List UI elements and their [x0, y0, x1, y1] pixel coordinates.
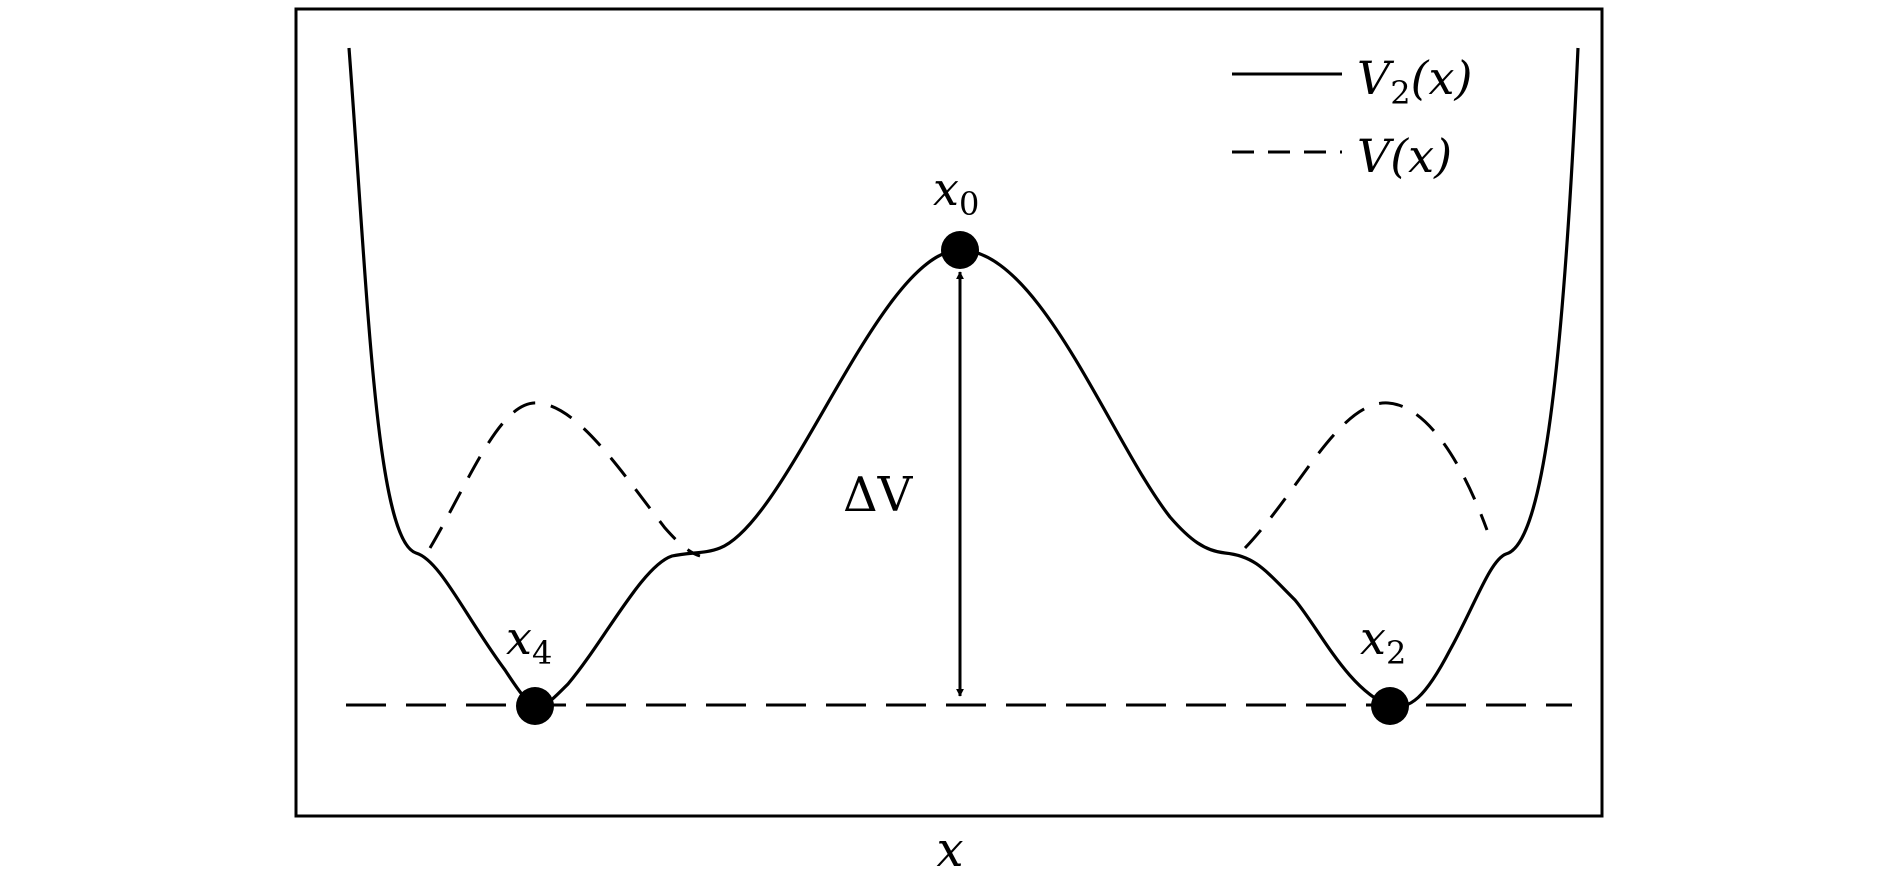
delta-v-label: ΔV	[843, 467, 914, 523]
point-label-x4: x4	[506, 611, 552, 672]
x-axis-label: x	[936, 822, 963, 878]
legend-label-v2: V2(x)	[1357, 51, 1472, 112]
point-x4	[516, 687, 554, 725]
series-v-dashed-right	[1243, 401, 1489, 550]
legend-label-v: V(x)	[1357, 129, 1452, 183]
series-v-dashed-left	[428, 401, 701, 558]
point-x0	[941, 231, 979, 269]
point-label-x2: x2	[1360, 611, 1406, 672]
legend: V2(x) V(x)	[1232, 51, 1472, 183]
plot-frame	[294, 7, 1604, 818]
point-x2	[1371, 687, 1409, 725]
point-label-x0: x0	[933, 162, 979, 223]
